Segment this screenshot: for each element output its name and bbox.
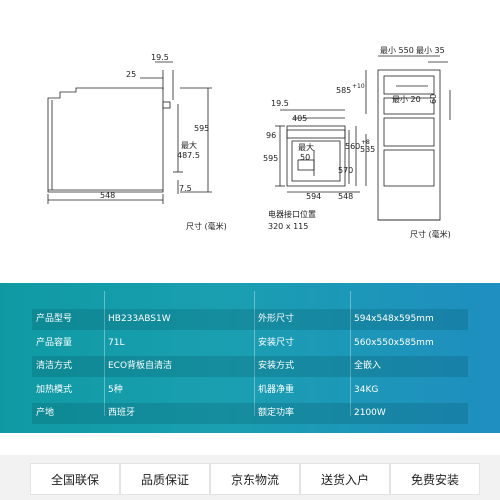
spec-value: ECO背板自清洁 [108,361,173,371]
spec-value: 71L [108,338,125,348]
dim-cab-585: 585 [336,86,351,95]
spec-table: 产品型号 HB233ABS1W 外形尺寸 594x548x595mm 产品容量 … [0,283,500,433]
spec-key: 外形尺寸 [258,314,295,324]
dim-cab-560: 560 [345,142,360,151]
dim-side-19-5: 19.5 [151,53,169,62]
dim-front-548: 548 [338,192,353,201]
dim-side-25: 25 [126,70,136,79]
dim-front-595: 595 [263,154,278,163]
spec-key: 安装方式 [258,361,295,371]
dim-front-570: 570 [338,166,353,175]
spec-key: 机器净重 [258,385,295,395]
dim-cab-max35: 最小 35 [416,46,445,55]
dim-cab-585-sup: +10 [352,83,365,90]
spec-value: HB233ABS1W [108,314,171,324]
socket-label: 电器接口位置 [268,209,316,219]
spec-key: 产品容量 [36,338,73,348]
dim-side-487-5: 487.5 [177,151,200,160]
service-jd-logistics[interactable]: 京东物流 [210,463,300,495]
dim-side-max: 最大 [181,140,197,150]
spec-value: 西班牙 [108,408,136,418]
socket-size: 320 x 115 [268,222,308,231]
spec-key: 安装尺寸 [258,338,295,348]
dim-front-19-5: 19.5 [271,99,289,108]
dim-front-405: 405 [292,114,307,123]
spec-row: 产品型号 HB233ABS1W 外形尺寸 594x548x595mm [32,309,468,330]
spec-key: 额定功率 [258,408,295,418]
spec-key: 清洁方式 [36,361,73,371]
spec-value: 34KG [354,385,379,395]
dimension-drawing: 19.5 25 595 最大 487.5 7.5 548 19.5 405 96… [47,46,451,239]
dim-front-max: 最大 [298,142,314,152]
spec-value: 2100W [354,408,386,418]
service-free-install[interactable]: 免费安装 [390,463,480,495]
spec-value: 594x548x595mm [354,314,434,324]
service-nationwide-warranty[interactable]: 全国联保 [30,463,120,495]
service-quality-guarantee[interactable]: 品质保证 [120,463,210,495]
dim-front-594: 594 [306,192,321,201]
dimension-diagram: 19.5 25 595 最大 487.5 7.5 548 19.5 405 96… [47,46,451,239]
service-home-delivery[interactable]: 送货入户 [300,463,390,495]
dim-front-535: 535 [360,145,375,154]
dim-side-548: 548 [100,191,115,200]
service-bar: 全国联保 品质保证 京东物流 送货入户 免费安装 [0,455,500,500]
spec-row: 产地 西班牙 额定功率 2100W [32,403,468,424]
spec-value: 全嵌入 [354,361,382,371]
spec-row: 加热模式 5种 机器净重 34KG [32,380,468,401]
spec-value: 560x550x585mm [354,338,434,348]
dim-cab-min550: 最小 550 [380,46,414,55]
spec-key: 产地 [36,408,55,418]
dim-front-96: 96 [266,131,276,140]
dim-cab-min20: 最小 20 [392,95,421,104]
dim-cab-60: 60 [429,94,438,104]
spec-row: 清洁方式 ECO背板自清洁 安装方式 全嵌入 [32,356,468,377]
dim-cab-560-sup: +8 [361,139,370,146]
dim-side-595: 595 [194,124,209,133]
spec-value: 5种 [108,385,123,395]
spec-key: 加热模式 [36,385,73,395]
spec-row: 产品容量 71L 安装尺寸 560x550x585mm [32,333,468,354]
spec-key: 产品型号 [36,314,73,324]
unit-label-right: 尺寸 (毫米) [410,229,451,239]
dim-front-50: 50 [300,153,310,162]
dim-side-7-5: 7.5 [179,184,192,193]
unit-label-left: 尺寸 (毫米) [186,221,227,231]
